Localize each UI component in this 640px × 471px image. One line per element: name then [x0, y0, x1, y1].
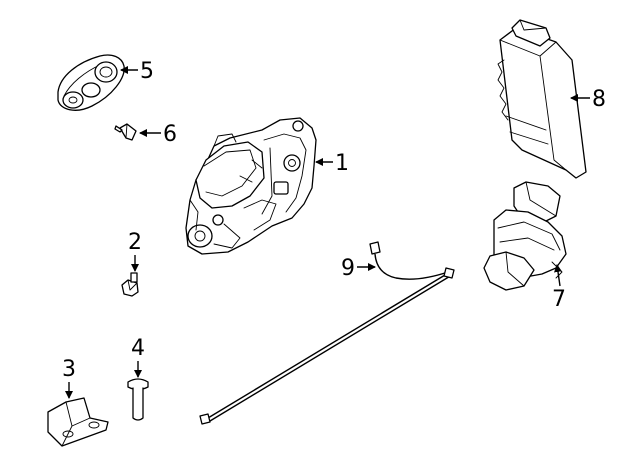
callout-4: 4 [131, 336, 145, 378]
callout-8-label: 8 [592, 87, 606, 112]
callout-1-label: 1 [335, 151, 349, 176]
callout-3-label: 3 [62, 357, 76, 382]
part-2-screw [121, 272, 139, 297]
callout-8: 8 [570, 87, 606, 112]
callout-7-label: 7 [552, 287, 566, 312]
callout-6: 6 [139, 122, 177, 147]
callout-5: 5 [120, 59, 154, 84]
part-9-cable [199, 241, 455, 425]
callout-9-label: 9 [341, 256, 355, 281]
callout-9: 9 [341, 256, 376, 281]
part-5-bushing [57, 54, 125, 111]
callout-3: 3 [62, 357, 76, 399]
callout-7: 7 [552, 264, 566, 312]
callout-6-label: 6 [163, 122, 177, 147]
part-4-pin [127, 378, 149, 421]
callout-1: 1 [315, 151, 349, 176]
callout-4-label: 4 [131, 336, 145, 361]
part-6-screw [114, 123, 137, 141]
part-1-door-latch [185, 117, 317, 255]
callout-5-label: 5 [140, 59, 154, 84]
callout-2: 2 [128, 230, 142, 272]
part-8-module [497, 19, 587, 179]
callout-2-label: 2 [128, 230, 142, 255]
part-3-bracket [47, 397, 109, 447]
part-7-connector [483, 181, 567, 291]
